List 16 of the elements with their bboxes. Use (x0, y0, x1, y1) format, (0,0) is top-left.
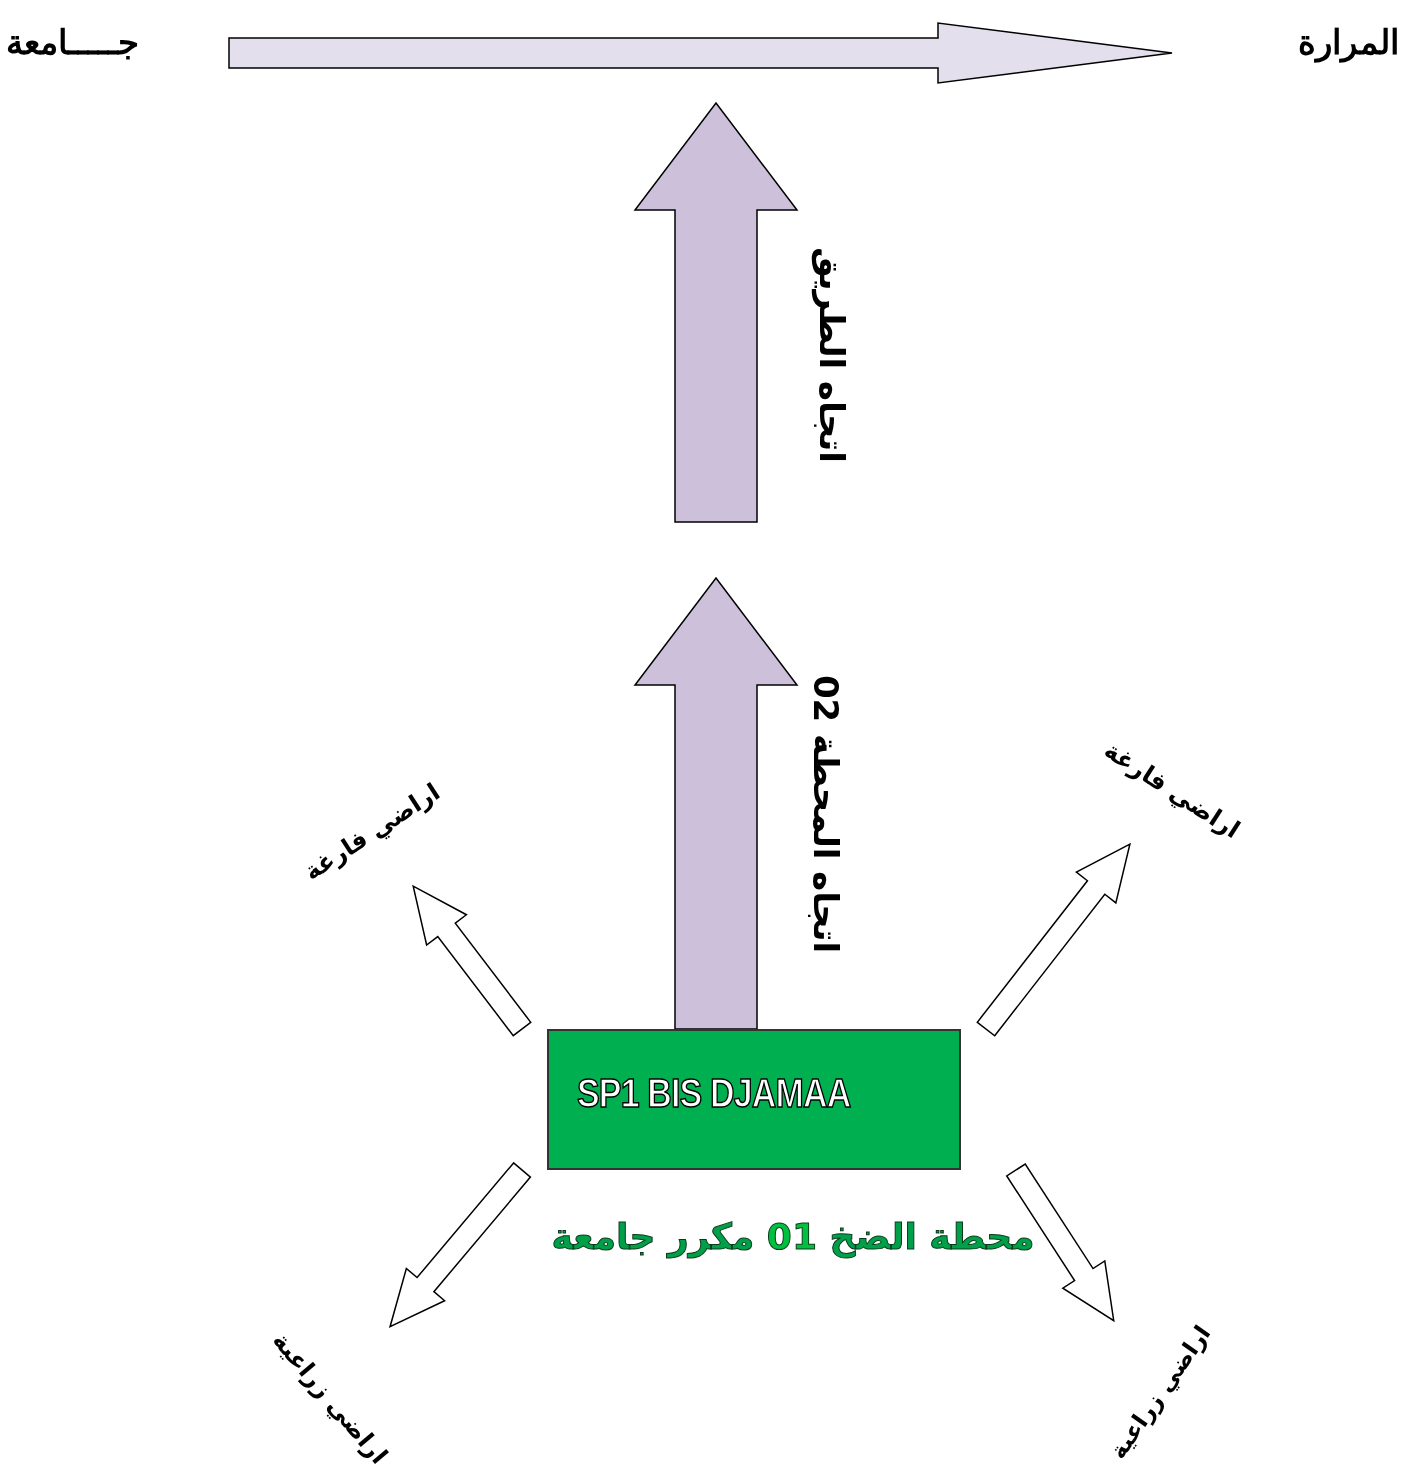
area-label: اراضي زراعية (267, 1326, 393, 1470)
station-box (547, 1029, 961, 1170)
block-arrow (976, 842, 1131, 1037)
block-arrow (1005, 1162, 1115, 1323)
area-label: اراضي فارغة (1099, 735, 1245, 845)
area-label: اراضي فارغة (299, 777, 445, 887)
direction-label: اتجاه الطريق (812, 247, 852, 463)
edge-label: اتجاه المحطة 02 (806, 674, 846, 953)
place-label: المرارة (1172, 16, 1419, 76)
block-arrow (388, 1161, 532, 1329)
place-label: جـــــامعة (0, 16, 229, 76)
area-label: اراضي زراعية (1104, 1320, 1216, 1464)
station-code: SP1 BIS DJAMAA (577, 1071, 851, 1116)
block-arrow (633, 576, 799, 1030)
block-arrow (412, 884, 532, 1037)
block-arrow (228, 22, 1173, 84)
